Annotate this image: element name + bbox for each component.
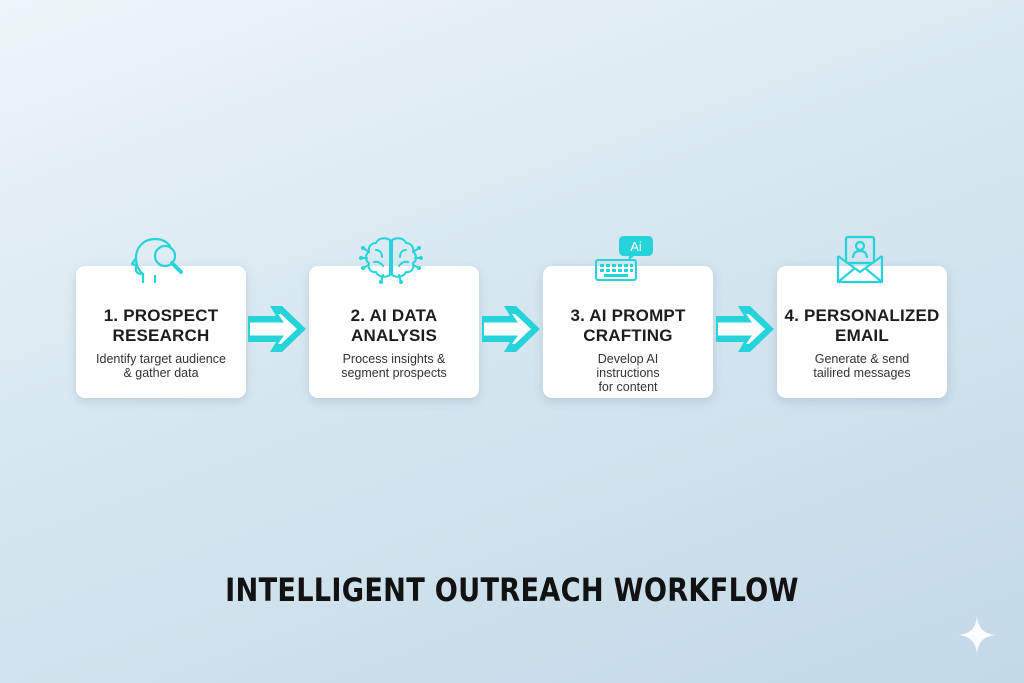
step-description: Generate & send tailired messages xyxy=(813,352,911,380)
icon-ai-label: Ai xyxy=(630,239,642,254)
diagram-title: INTELLIGENT OUTREACH WORKFLOW xyxy=(225,571,799,609)
step-title: 1. PROSPECT RESEARCH xyxy=(103,306,219,345)
step-card-ai-prompt-crafting: 3. AI PROMPT CRAFTING Develop AI instruc… xyxy=(543,266,713,398)
envelope-profile-icon xyxy=(836,235,884,284)
double-chevron-arrow-icon xyxy=(716,306,774,352)
person-search-icon xyxy=(130,237,183,284)
step-title: 4. PERSONALIZED EMAIL xyxy=(784,306,940,345)
step-card-personalized-email: 4. PERSONALIZED EMAIL Generate & send ta… xyxy=(777,266,947,398)
sparkle-icon xyxy=(958,616,996,654)
step-card-ai-data-analysis: 2. AI DATA ANALYSIS Process insights & s… xyxy=(309,266,479,398)
step-description: Develop AI instructions for content xyxy=(596,352,660,394)
ai-brain-icon xyxy=(359,237,423,284)
double-chevron-arrow-icon xyxy=(248,306,306,352)
step-title: 3. AI PROMPT CRAFTING xyxy=(570,306,686,345)
keyboard-ai-bubble-icon: Ai xyxy=(595,236,653,281)
step-title: 2. AI DATA ANALYSIS xyxy=(350,306,438,345)
step-card-prospect-research: 1. PROSPECT RESEARCH Identify target aud… xyxy=(76,266,246,398)
step-description: Identify target audience & gather data xyxy=(96,352,226,380)
double-chevron-arrow-icon xyxy=(482,306,540,352)
step-description: Process insights & segment prospects xyxy=(341,352,447,380)
